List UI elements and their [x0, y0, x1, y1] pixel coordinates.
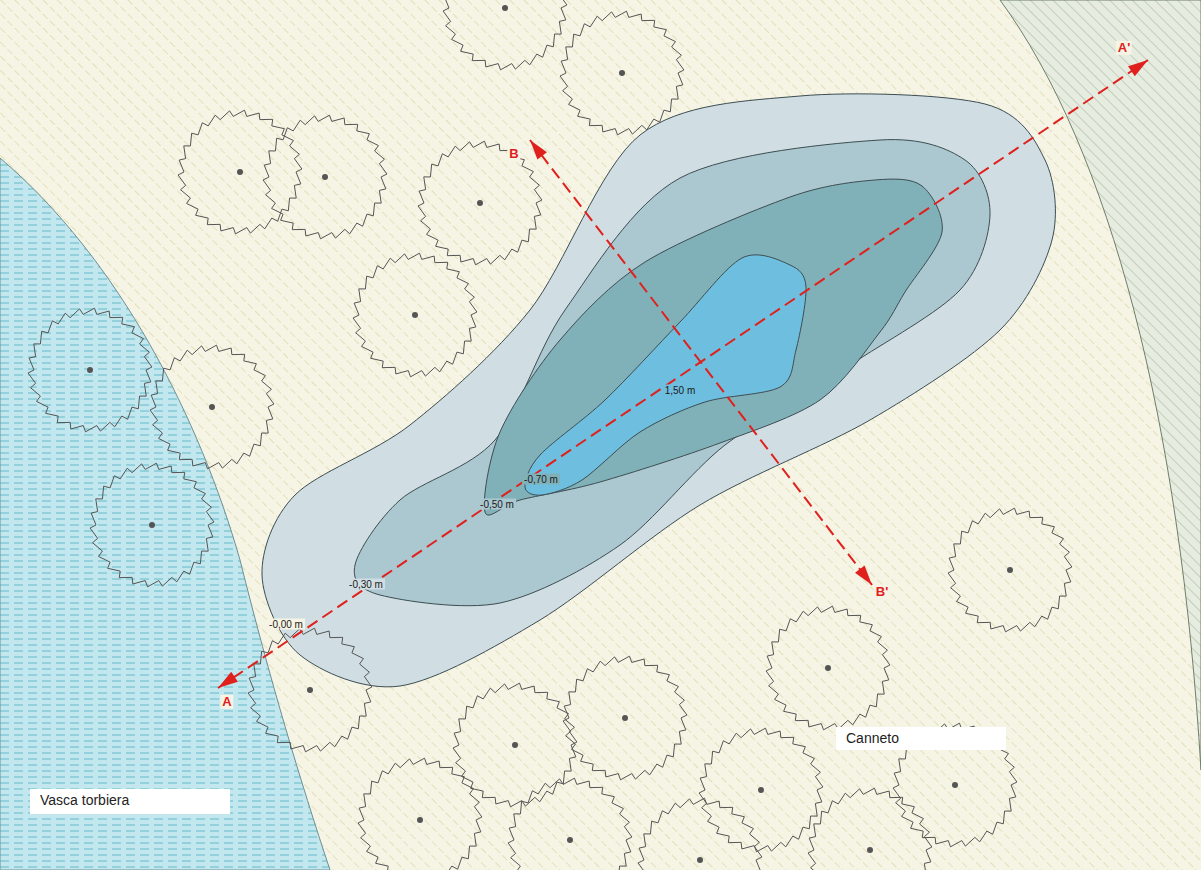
tree-crown: [443, 0, 567, 70]
tree-symbol: [28, 308, 152, 432]
tree-crown: [508, 778, 632, 870]
tree-symbol: [150, 345, 274, 469]
tree-trunk: [477, 200, 483, 206]
section-arrowhead: [855, 565, 872, 585]
tree-symbol: [453, 683, 577, 807]
section-arrowhead: [530, 140, 547, 160]
tree-symbol: [358, 758, 482, 870]
tree-trunk: [952, 782, 958, 788]
tree-crown: [766, 606, 890, 730]
tree-symbol: [808, 788, 932, 870]
tree-trunk: [307, 687, 313, 693]
depth-value: -0,50 m: [478, 499, 516, 510]
tree-trunk: [867, 847, 873, 853]
tree-trunk: [697, 857, 703, 863]
tree-crown: [358, 758, 482, 870]
section-arrowhead: [218, 672, 238, 688]
tree-symbol: [948, 508, 1072, 632]
tree-trunk: [502, 5, 508, 11]
trees: [28, 0, 1072, 870]
area-label-box: Canneto: [836, 727, 1006, 750]
tree-symbol: [178, 110, 302, 234]
tree-crown: [150, 345, 274, 469]
tree-trunk: [567, 837, 573, 843]
depth-value: -0,30 m: [347, 579, 385, 590]
tree-symbol: [560, 11, 684, 135]
section-arrowhead: [1128, 60, 1148, 76]
tree-crown: [560, 11, 684, 135]
tree-symbol: [443, 0, 567, 70]
depth-value: -0,00 m: [267, 619, 305, 630]
tree-trunk: [417, 817, 423, 823]
section-lines: [218, 60, 1148, 688]
tree-crown: [808, 788, 932, 870]
tree-trunk: [1007, 567, 1013, 573]
depth-contour: [354, 140, 990, 606]
tree-trunk: [149, 522, 155, 528]
tree-crown: [638, 798, 762, 870]
tree-symbol: [248, 628, 372, 752]
tree-crown: [453, 683, 577, 807]
tree-trunk: [322, 174, 328, 180]
depth-contour: [525, 255, 806, 495]
tree-symbol: [563, 656, 687, 780]
area-label-box: Vasca torbiera: [30, 789, 230, 814]
section-line: [218, 60, 1148, 688]
section-letter: B: [507, 147, 520, 161]
tree-symbol: [90, 463, 214, 587]
section-letter: A: [220, 695, 233, 709]
tree-trunk: [758, 787, 764, 793]
tree-symbol: [353, 253, 477, 377]
tree-trunk: [87, 367, 93, 373]
area-name: Canneto: [846, 730, 899, 746]
tree-crown: [563, 656, 687, 780]
tree-trunk: [622, 715, 628, 721]
tree-symbol: [766, 606, 890, 730]
tree-crown: [263, 115, 387, 239]
section-line: [530, 140, 872, 585]
tree-crown: [353, 253, 477, 377]
tree-crown: [948, 508, 1072, 632]
tree-trunk: [412, 312, 418, 318]
depth-value: 1,50 m: [663, 385, 698, 396]
tree-symbol: [508, 778, 632, 870]
tree-trunk: [825, 665, 831, 671]
green-area: [1000, 0, 1201, 770]
tree-symbol: [699, 728, 823, 852]
tree-crown: [178, 110, 302, 234]
tree-crown: [699, 728, 823, 852]
depth-contour: [484, 179, 942, 515]
depth-value: -0,70 m: [522, 474, 560, 485]
area-name: Vasca torbiera: [40, 792, 129, 808]
tree-crown: [418, 141, 542, 265]
tree-crown: [248, 628, 372, 752]
tree-symbol: [418, 141, 542, 265]
section-letter: A': [1116, 41, 1132, 55]
tree-symbol: [263, 115, 387, 239]
section-letter: B': [874, 585, 890, 599]
tree-crown: [90, 463, 214, 587]
tree-crown: [28, 308, 152, 432]
tree-trunk: [237, 169, 243, 175]
tree-trunk: [209, 404, 215, 410]
tree-symbol: [638, 798, 762, 870]
tree-trunk: [619, 70, 625, 76]
tree-trunk: [512, 742, 518, 748]
